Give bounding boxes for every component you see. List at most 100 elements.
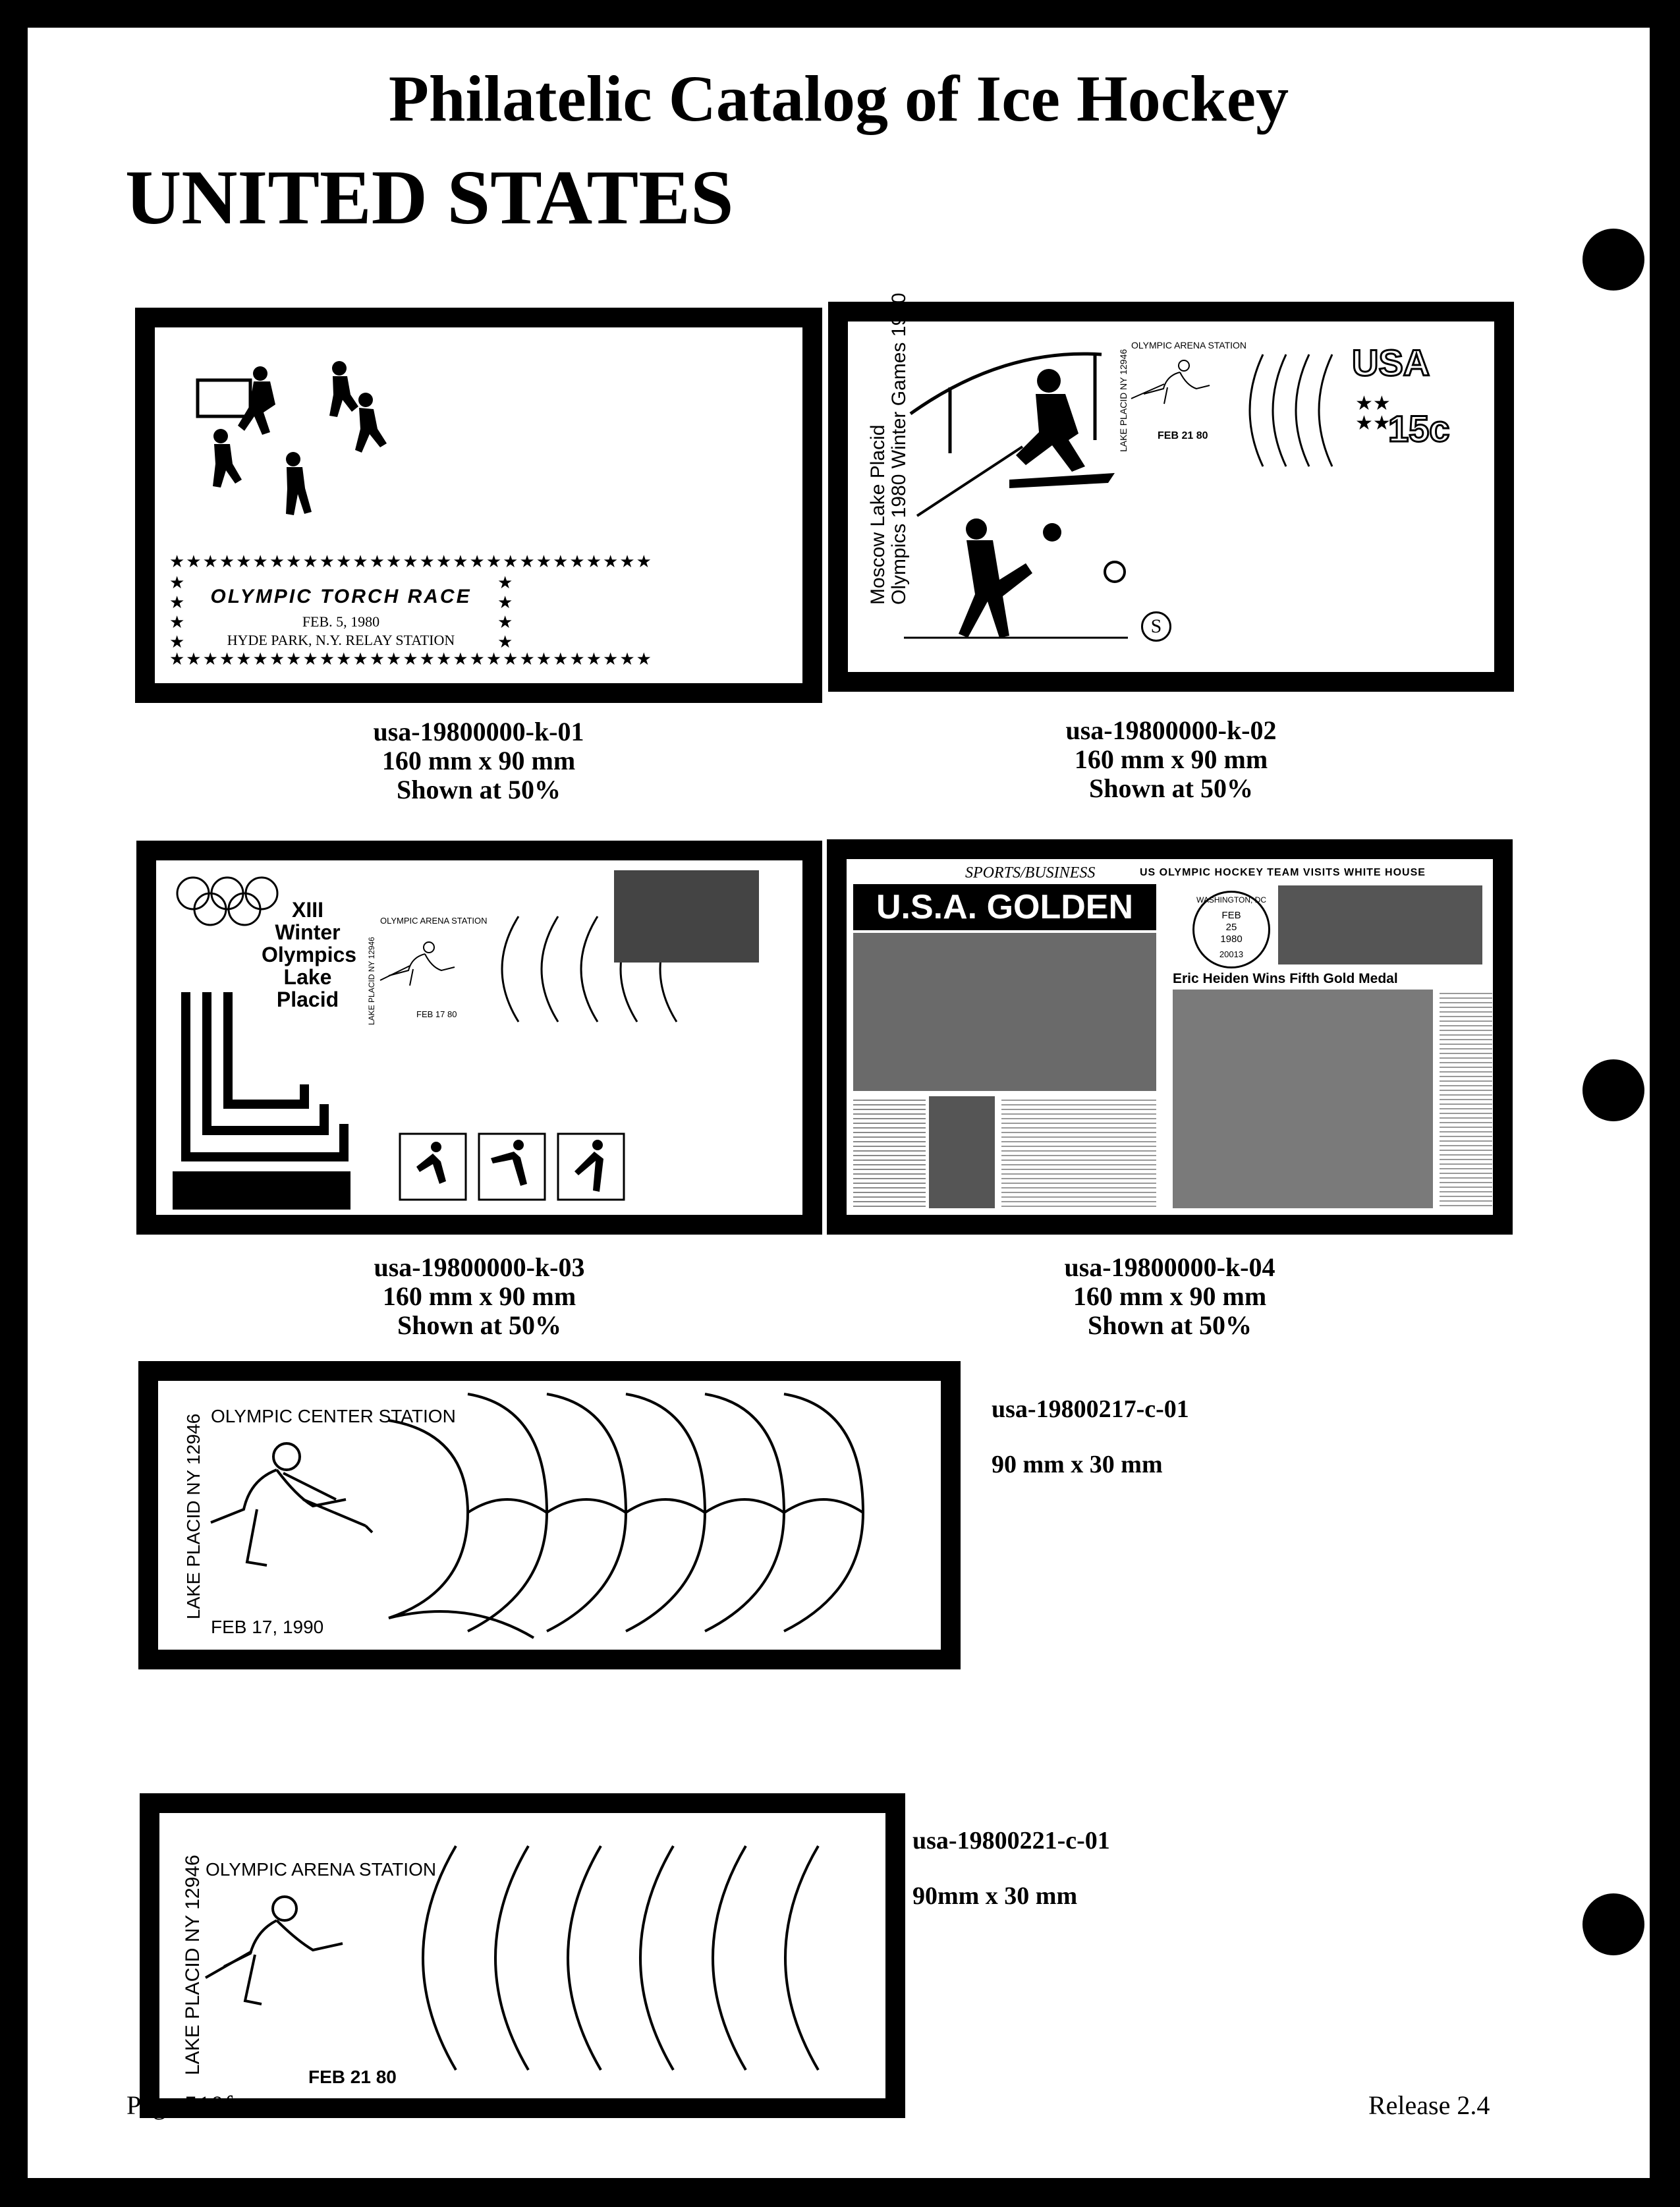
cancel-usa-19800221-c-01: LAKE PLACID NY 12946 OLYMPIC ARENA STATI… — [140, 1793, 905, 2118]
cachet-line-1: XIII — [291, 898, 323, 922]
newspaper-headline: U.S.A. GOLDEN — [853, 884, 1156, 930]
skater-photo — [1173, 990, 1433, 1208]
item-id: usa-19800000-k-04 — [1064, 1252, 1275, 1282]
skater-postmark — [379, 941, 455, 986]
item-id: usa-19800000-k-01 — [373, 717, 584, 746]
svg-text:★: ★ — [497, 632, 513, 652]
cachet-line-3: Olympics — [262, 943, 357, 966]
skater-cancel-figure — [210, 1442, 374, 1567]
caption-c-01-a: usa-19800217-c-01 90 mm x 30 mm — [992, 1395, 1189, 1479]
punch-hole-top — [1582, 229, 1644, 291]
postmark-date: FEB 21 80 — [1158, 430, 1208, 441]
cachet-line-4: Lake — [283, 965, 332, 989]
item-id: usa-19800000-k-03 — [374, 1252, 585, 1282]
cover-usa-19800000-k-03: XIII Winter Olympics Lake Placid LAKE PL… — [136, 841, 822, 1235]
caption-k-01: usa-19800000-k-01 160 mm x 90 mm Shown a… — [135, 717, 822, 804]
torch-race-date: FEB. 5, 1980 — [302, 613, 380, 630]
item-id: usa-19800221-c-01 — [912, 1827, 1110, 1855]
country-heading: UNITED STATES — [125, 154, 734, 240]
postmark-day: 25 — [1225, 922, 1237, 933]
postmark-city: WASHINGTON, DC — [1196, 895, 1266, 905]
star-border: ★★★★★★★★★★★★★★★★★★★★★★★★★★★★★ ★★★★★★★★★★… — [169, 551, 652, 669]
postage-stamp: USA ★★★★ 15c — [1349, 341, 1450, 460]
hockey-players-cachet — [196, 361, 387, 515]
svg-text:★★★★★★★★★★★★★★★★★★★★★★★★★★★★★: ★★★★★★★★★★★★★★★★★★★★★★★★★★★★★ — [169, 649, 653, 669]
torch-race-title: OLYMPIC TORCH RACE — [210, 586, 472, 607]
cancel-station: OLYMPIC ARENA STATION — [206, 1859, 437, 1880]
torch-race-cachet-box: ★★★★★★★★★★★★★★★★★★★★★★★★★★★★★ ★★★★★★★★★★… — [168, 551, 652, 669]
postmark-town: LAKE PLACID NY 12946 — [367, 937, 376, 1025]
news-column-heiden — [1440, 990, 1492, 1208]
washington-postmark: WASHINGTON, DC FEB 25 1980 20013 — [1192, 891, 1270, 968]
punch-hole-middle — [1582, 1059, 1644, 1121]
cancel-date: FEB 17, 1990 — [211, 1617, 324, 1637]
cancel-town: LAKE PLACID NY 12946 — [182, 1855, 204, 2075]
caption-k-04: usa-19800000-k-04 160 mm x 90 mm Shown a… — [827, 1253, 1513, 1340]
postage-stamp — [1278, 885, 1482, 964]
catalog-title: Philatelic Catalog of Ice Hockey — [388, 62, 1289, 135]
item-scale: Shown at 50% — [1089, 773, 1253, 803]
item-id: usa-19800000-k-02 — [1065, 715, 1277, 745]
cachet-line-5: Placid — [276, 988, 339, 1011]
cancel-face: LAKE PLACID NY 12946 OLYMPIC CENTER STAT… — [158, 1381, 941, 1650]
cancel-town: LAKE PLACID NY 12946 — [183, 1413, 204, 1619]
stamp-value: 15c — [1387, 407, 1450, 451]
skater-cancel-figure — [205, 1895, 343, 2005]
newspaper-banner: US OLYMPIC HOCKEY TEAM VISITS WHITE HOUS… — [1140, 867, 1426, 878]
svg-text:★: ★ — [169, 573, 184, 592]
stamp-country: USA — [1351, 341, 1430, 385]
caption-k-02: usa-19800000-k-02 160 mm x 90 mm Shown a… — [828, 716, 1514, 803]
news-column-left — [853, 1096, 926, 1208]
item-size: 160 mm x 90 mm — [1073, 1281, 1267, 1311]
svg-text:★: ★ — [169, 632, 184, 652]
cachet-line-2: Winter — [275, 920, 341, 944]
cover-face: Moscow Lake Placid Olympics 1980 Winter … — [848, 293, 1494, 672]
item-size: 90mm x 30 mm — [912, 1882, 1078, 1910]
postmark-station: OLYMPIC ARENA STATION — [1131, 340, 1247, 350]
postage-stamp — [614, 870, 759, 963]
item-scale: Shown at 50% — [397, 1310, 561, 1340]
wavy-cancel-lines — [1248, 354, 1333, 467]
cover-face: ★★★★★★★★★★★★★★★★★★★★★★★★★★★★★ ★★★★★★★★★★… — [155, 327, 802, 683]
svg-text:★★★★★★★★★★★★★★★★★★★★★★★★★★★★★: ★★★★★★★★★★★★★★★★★★★★★★★★★★★★★ — [169, 551, 653, 571]
heiden-subhead: Eric Heiden Wins Fifth Gold Medal — [1173, 971, 1398, 986]
svg-text:★: ★ — [169, 592, 184, 612]
cover-usa-19800000-k-02: Moscow Lake Placid Olympics 1980 Winter … — [828, 293, 1514, 692]
stamp-stars: ★★★★ — [1355, 393, 1391, 434]
cover-usa-19800000-k-01: ★★★★★★★★★★★★★★★★★★★★★★★★★★★★★ ★★★★★★★★★★… — [135, 308, 822, 703]
postmark-month: FEB — [1221, 910, 1241, 921]
item-size: 90 mm x 30 mm — [992, 1451, 1163, 1478]
hockey-action-photo — [853, 933, 1156, 1091]
caption-k-03: usa-19800000-k-03 160 mm x 90 mm Shown a… — [136, 1253, 822, 1340]
xiii-winter-olympics-text: XIII Winter Olympics Lake Placid — [262, 898, 357, 1011]
item-scale: Shown at 50% — [397, 775, 561, 804]
item-size: 160 mm x 90 mm — [382, 1281, 576, 1311]
postmark-town: LAKE PLACID NY 12946 — [1118, 349, 1129, 452]
svg-text:★: ★ — [169, 612, 184, 632]
olympics-s-logo: S — [1141, 611, 1171, 642]
item-size: 160 mm x 90 mm — [1074, 744, 1268, 774]
postmark-year: 1980 — [1220, 934, 1243, 945]
player-photo — [929, 1096, 995, 1208]
punch-hole-bottom — [1582, 1893, 1644, 1955]
release-label: Release 2.4 — [1368, 2090, 1490, 2120]
postmark-station: OLYMPIC ARENA STATION — [380, 916, 488, 926]
newspaper-masthead: SPORTS/BUSINESS — [965, 864, 1096, 881]
cancel-face: LAKE PLACID NY 12946 OLYMPIC ARENA STATI… — [159, 1813, 885, 2098]
cancel-date: FEB 21 80 — [308, 2067, 397, 2087]
wavy-cancel-lines — [388, 1393, 865, 1639]
item-size: 160 mm x 90 mm — [381, 746, 576, 775]
page-number: Page 510f — [126, 2090, 233, 2120]
skater-postmark — [1131, 360, 1210, 405]
hockey-soccer-cachet — [904, 352, 1128, 639]
cancel-usa-19800217-c-01: LAKE PLACID NY 12946 OLYMPIC CENTER STAT… — [138, 1361, 961, 1669]
item-scale: Shown at 50% — [1088, 1310, 1252, 1340]
news-column-right — [1001, 1096, 1156, 1208]
svg-text:★: ★ — [497, 612, 513, 632]
svg-text:★: ★ — [497, 573, 513, 592]
postmark-date: FEB 17 80 — [416, 1009, 457, 1019]
catalog-page: Philatelic Catalog of Ice Hockey UNITED … — [28, 28, 1650, 2178]
cover-usa-19800000-k-04: SPORTS/BUSINESS US OLYMPIC HOCKEY TEAM V… — [827, 839, 1513, 1235]
lake-placid-logo — [173, 992, 350, 1210]
sport-pictograms — [399, 1132, 625, 1201]
